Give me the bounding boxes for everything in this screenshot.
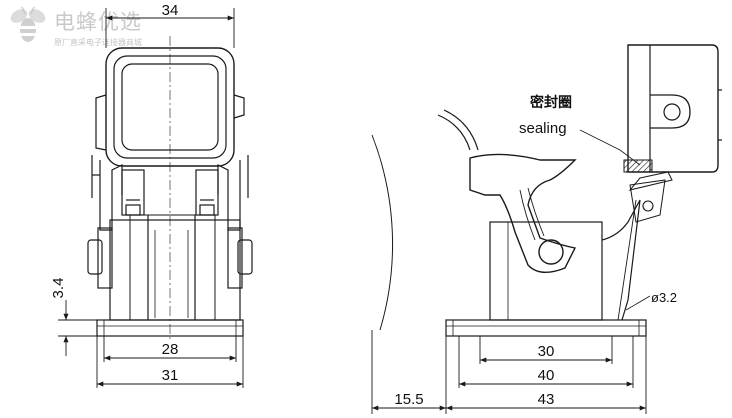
side-dimensions xyxy=(371,330,647,414)
watermark-logo: 电蜂优选 原厂直采电子连接器商城 xyxy=(8,4,198,52)
side-hood xyxy=(627,44,719,173)
dim-outer-31: 31 xyxy=(162,367,179,384)
watermark-brand: 电蜂优选 xyxy=(54,10,142,34)
dim-offset-15-5: 15.5 xyxy=(394,391,423,408)
seal-label-cn: 密封圈 xyxy=(529,94,572,110)
latch-lever xyxy=(469,153,577,273)
dim-outer-43: 43 xyxy=(538,391,555,408)
bee-icon xyxy=(10,6,46,42)
dim-inner-30: 30 xyxy=(538,343,555,360)
dim-inner-28: 28 xyxy=(162,341,179,358)
watermark-subtitle: 原厂直采电子连接器商城 xyxy=(54,38,142,47)
front-view xyxy=(87,36,253,340)
dim-width-34: 34 xyxy=(162,2,179,19)
front-dimensions xyxy=(58,8,244,388)
side-housing xyxy=(489,221,603,321)
hole-diameter-label: ø3.2 xyxy=(651,290,677,305)
seal-label-en: sealing xyxy=(519,120,567,137)
dim-middle-40: 40 xyxy=(538,367,555,384)
latch-swing-arc xyxy=(371,134,394,331)
sealing-ring xyxy=(623,159,653,173)
dim-flange-thickness: 3.4 xyxy=(50,278,67,299)
side-view xyxy=(371,44,722,337)
side-base-flange xyxy=(445,319,647,337)
